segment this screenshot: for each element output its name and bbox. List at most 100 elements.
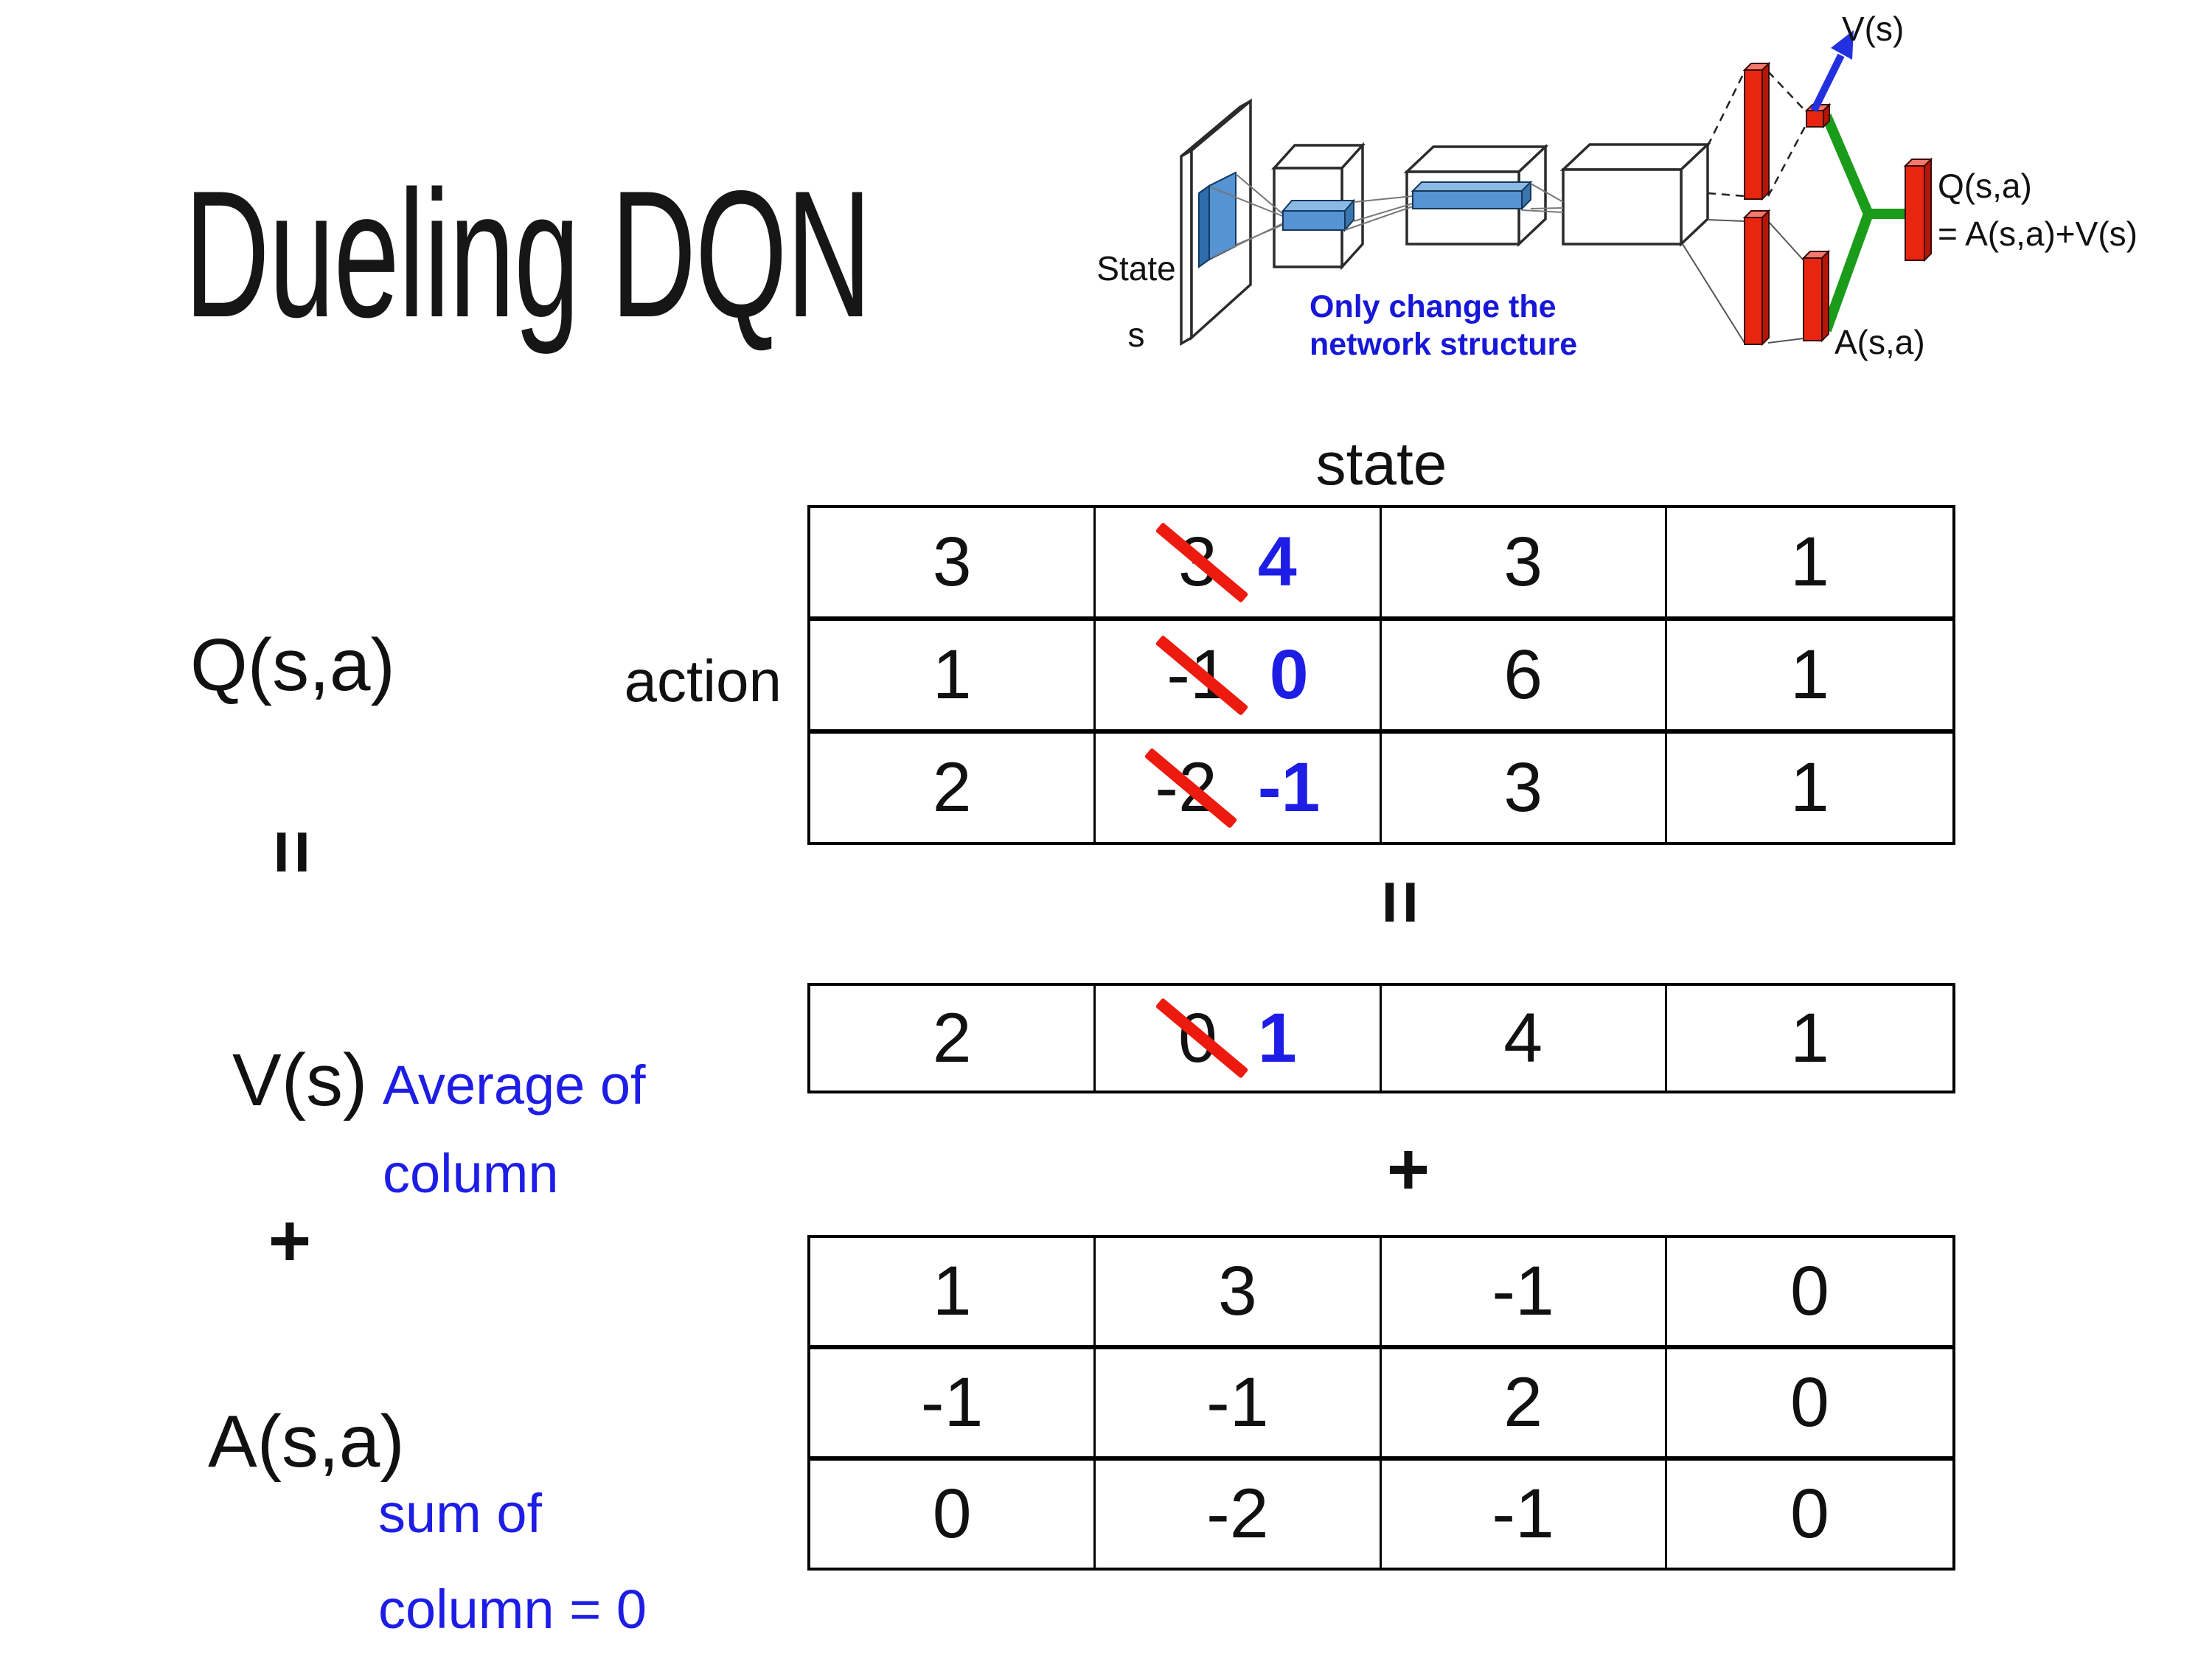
table-cell: 1 <box>1667 986 1952 1091</box>
table-cell: 3 <box>1382 734 1667 842</box>
table-cell: -1 0 <box>1096 621 1382 729</box>
table-row: -1 -1 2 0 <box>810 1349 1952 1461</box>
table-cell: 2 <box>1382 1349 1667 1456</box>
equals-rotated-center: = <box>1349 850 1453 953</box>
cell-value: 4 <box>1503 998 1543 1077</box>
table-cell: -2 -1 <box>1096 734 1382 842</box>
cell-value: 0 <box>1790 1252 1829 1330</box>
diagram-state-label: State <box>1096 249 1175 288</box>
cone-lines-3 <box>1521 183 1564 213</box>
cell-value: -1 <box>1492 1475 1554 1553</box>
conv-box-3 <box>1559 141 1711 248</box>
table-cell: -1 <box>1096 1349 1382 1456</box>
feature-slab-2 <box>1411 180 1533 211</box>
cell-value: 1 <box>1790 636 1829 714</box>
table-row: 1 3 -1 0 <box>810 1238 1952 1349</box>
diagram-vs-label: V(s) <box>1842 10 1904 48</box>
table-cell: -1 <box>810 1349 1096 1456</box>
cell-value: 3 <box>1217 1252 1257 1330</box>
table-cell: -1 <box>1382 1461 1667 1568</box>
cell-value: 2 <box>932 748 972 827</box>
cell-value: 1 <box>1790 523 1829 601</box>
table-cell: 4 <box>1382 986 1667 1091</box>
plus-sign-left: + <box>268 1200 312 1282</box>
advantage-stream-links <box>1682 219 1804 344</box>
cell-value: -2 <box>1206 1475 1269 1553</box>
equals-rotated-left: = <box>241 800 344 903</box>
note-line: column <box>383 1143 559 1204</box>
table-cell: 1 <box>1667 508 1952 616</box>
table-cell: -2 <box>1096 1461 1382 1568</box>
page-title: Dueling DQN <box>184 153 872 355</box>
table-cell: 0 <box>1667 1238 1952 1345</box>
table-cell: 3 <box>1096 1238 1382 1345</box>
table-cell: 3 <box>1382 508 1667 616</box>
table-cell: 3 <box>810 508 1096 616</box>
replacement-value: 0 <box>1269 636 1309 714</box>
table-cell: 0 <box>810 1461 1096 1568</box>
fc-bar-value <box>1742 61 1771 201</box>
struck-old-value: -1 <box>1166 636 1229 714</box>
feature-slab-1 <box>1281 198 1356 232</box>
table-row: 2 -2 -1 3 1 <box>810 734 1952 842</box>
fc-bar-advantage <box>1742 209 1771 347</box>
cell-value: 0 <box>1790 1363 1829 1441</box>
table-cell: 2 <box>810 986 1096 1091</box>
diagram-state-s-label: s <box>1128 316 1145 354</box>
diagram-q-label-line2: = A(s,a)+V(s) <box>1938 215 2138 253</box>
sum-of-column-note: sum of column = 0 <box>378 1466 647 1658</box>
diagram-q-label-line1: Q(s,a) <box>1938 167 2032 205</box>
cell-value: 1 <box>1790 748 1829 827</box>
table-cell: 2 <box>810 734 1096 842</box>
value-stream-dashed-links <box>1706 71 1808 198</box>
state-axis-label: state <box>1315 431 1447 498</box>
diagram-a-label: A(s,a) <box>1834 323 1925 361</box>
q-function-label: Q(s,a) <box>190 624 395 706</box>
action-axis-label: action <box>624 648 782 714</box>
cell-value: -1 <box>1492 1252 1554 1330</box>
note-line: Average of <box>383 1054 646 1116</box>
advantage-vector-node <box>1801 249 1831 343</box>
cell-value: 3 <box>1503 748 1543 827</box>
cell-value: 0 <box>1790 1475 1829 1553</box>
struck-old-value: -2 <box>1155 748 1217 827</box>
table-cell: 1 <box>1667 734 1952 842</box>
v-function-label: V(s) <box>232 1039 368 1121</box>
replacement-value: 4 <box>1257 523 1297 601</box>
replacement-value: -1 <box>1257 748 1321 827</box>
equals-sign: = <box>1357 879 1444 925</box>
table-row: 1 -1 0 6 1 <box>810 621 1952 734</box>
table-cell: -1 <box>1382 1238 1667 1345</box>
cell-value: -1 <box>1206 1363 1269 1441</box>
cell-value: 3 <box>1503 523 1543 601</box>
cone-lines-1 <box>1210 173 1285 259</box>
cell-value: 1 <box>1790 998 1829 1077</box>
table-cell: 0 <box>1667 1461 1952 1568</box>
cell-value: 3 <box>932 523 972 601</box>
average-of-column-note: Average of column <box>383 1041 646 1218</box>
q-output-bar <box>1903 157 1933 262</box>
cone-lines-2 <box>1344 195 1413 231</box>
table-cell: 6 <box>1382 621 1667 729</box>
a-function-label: A(s,a) <box>208 1400 405 1483</box>
diagram-caption-line2: network structure <box>1310 327 1577 362</box>
cell-value: 1 <box>932 636 972 714</box>
table-row: 0 -2 -1 0 <box>810 1461 1952 1568</box>
diagram-caption-line1: Only change the <box>1310 289 1557 324</box>
struck-old-value: 3 <box>1178 523 1217 601</box>
equals-sign: = <box>249 829 336 874</box>
note-line: sum of <box>378 1483 543 1544</box>
network-diagram: State s V(s) Q(s,a) = A(s,a)+V(s) A(s,a)… <box>1096 10 2138 362</box>
cell-value: 2 <box>1503 1363 1543 1441</box>
cell-value: 1 <box>932 1252 972 1330</box>
table-cell: 0 <box>1667 1349 1952 1456</box>
cell-value: 6 <box>1503 636 1543 714</box>
